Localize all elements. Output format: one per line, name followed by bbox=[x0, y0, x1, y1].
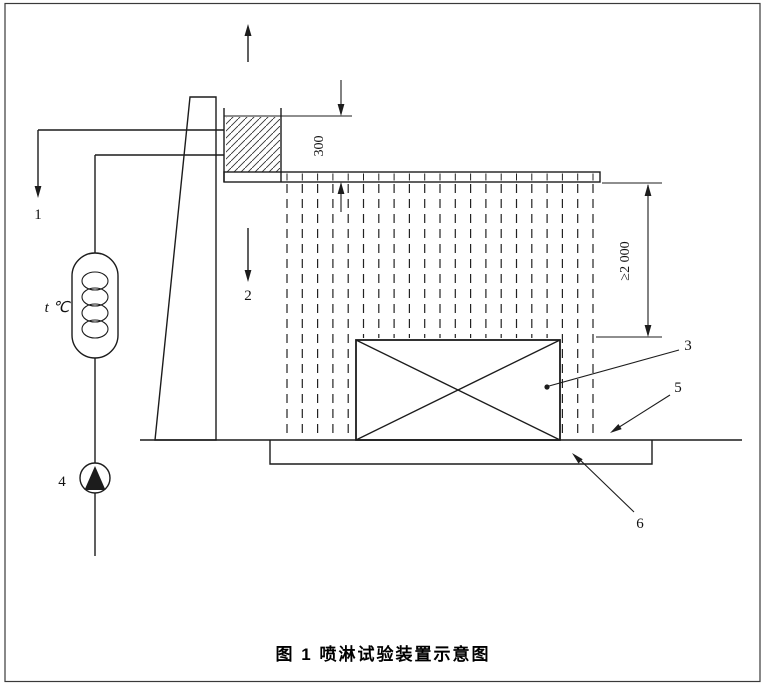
down-arrow-icon bbox=[337, 104, 345, 116]
water-tank bbox=[223, 108, 352, 182]
dimension-300: 300 bbox=[312, 80, 345, 212]
leader-dot-icon bbox=[544, 384, 550, 390]
column-outline bbox=[154, 96, 217, 441]
label-5: 5 bbox=[674, 380, 682, 396]
up-arrow-icon bbox=[244, 24, 252, 36]
label-6: 6 bbox=[636, 516, 644, 532]
test-specimen bbox=[355, 339, 561, 441]
down-arrow-icon bbox=[34, 186, 42, 198]
spray-plate-body bbox=[223, 171, 601, 183]
spray-direction: 2 bbox=[244, 228, 252, 304]
vent-arrow bbox=[244, 24, 252, 62]
leader-5 bbox=[612, 394, 671, 432]
supply-pipe bbox=[94, 154, 224, 556]
pump: 4 bbox=[58, 462, 111, 494]
heater-shell bbox=[71, 252, 119, 359]
spray-plate bbox=[223, 171, 601, 183]
leader-3 bbox=[548, 349, 680, 387]
specimen-diagonal-2 bbox=[355, 339, 561, 441]
dimension-300-label: 300 bbox=[312, 136, 327, 157]
support-column bbox=[154, 96, 217, 441]
up-arrow-icon bbox=[337, 182, 345, 194]
label-3: 3 bbox=[684, 338, 692, 354]
label-1: 1 bbox=[34, 207, 42, 223]
callout-basin: 6 bbox=[572, 453, 644, 532]
label-4: 4 bbox=[58, 474, 66, 490]
figure-caption: 图 1 喷淋试验装置示意图 bbox=[276, 644, 491, 664]
overflow-pipe: 1 bbox=[34, 129, 224, 223]
dimension-2000-label: ≥2 000 bbox=[618, 241, 633, 280]
heater-coil-icon bbox=[81, 271, 109, 339]
down-arrow-icon bbox=[644, 325, 652, 337]
leader-6 bbox=[575, 455, 635, 513]
water-hatch bbox=[226, 117, 280, 172]
callout-ground: 5 bbox=[610, 380, 682, 433]
arrowhead-icon bbox=[572, 453, 583, 464]
dimension-2000: ≥2 000 bbox=[596, 182, 662, 338]
up-arrow-icon bbox=[644, 184, 652, 196]
callout-specimen: 3 bbox=[544, 338, 692, 390]
down-arrow-icon bbox=[244, 270, 252, 282]
pump-impeller-icon bbox=[84, 466, 106, 490]
label-2: 2 bbox=[244, 288, 252, 304]
pump-body bbox=[79, 462, 111, 494]
arrowhead-icon bbox=[610, 424, 622, 433]
heater: t ℃ bbox=[45, 252, 119, 359]
temperature-label: t ℃ bbox=[45, 300, 72, 316]
spray-lines bbox=[286, 173, 594, 438]
page-border bbox=[4, 2, 761, 683]
collection-basin bbox=[269, 440, 653, 465]
